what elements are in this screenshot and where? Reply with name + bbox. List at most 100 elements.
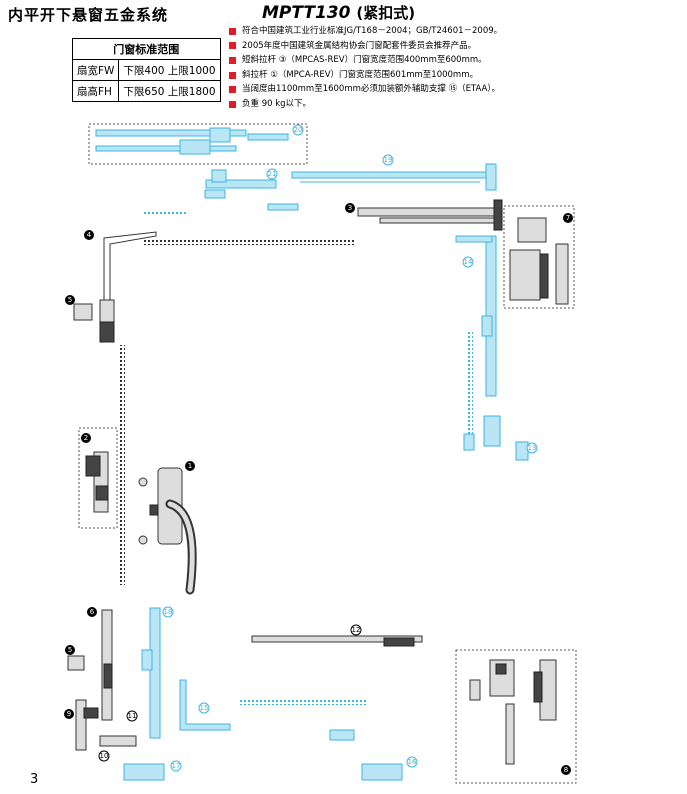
cyan-keeper-part: [515, 441, 529, 461]
feature-text: 负重 90 kg以下。: [242, 98, 312, 109]
callout-12: 12: [350, 624, 362, 636]
bullet-icon: [229, 27, 236, 35]
hinge-pin-part: [75, 699, 99, 751]
feature-text: 2005年度中国建筑金属结构协会门窗配套件委员会推荐产品。: [242, 40, 477, 51]
dashed-group-box: [78, 427, 118, 529]
callout-1: 1: [185, 461, 195, 471]
feature-item: 符合中国建筑工业行业标准JG/T168－2004；GB/T24601－2009。: [229, 24, 502, 39]
cyan-corner-drive: [455, 235, 501, 451]
hinge-set-part: [509, 217, 569, 305]
callout-number: 11: [128, 712, 137, 720]
callout-number: 14: [464, 258, 473, 266]
lock-striker-part: [85, 451, 109, 513]
callout-16: 16: [406, 756, 418, 768]
range-label: 扇高FH: [71, 80, 120, 102]
feature-text: 符合中国建筑工业行业标准JG/T168－2004；GB/T24601－2009。: [242, 26, 503, 36]
callout-6: 6: [87, 607, 97, 617]
callout-4: 4: [84, 230, 94, 240]
corner-drive-part: [99, 231, 157, 343]
callout-number: 20: [294, 126, 303, 134]
callout-number: 4: [87, 231, 92, 239]
callout-7: 7: [563, 213, 573, 223]
callout-14: 14: [462, 256, 474, 268]
callout-21: 21: [266, 168, 278, 180]
range-value: 下限400 上限1000: [118, 59, 221, 81]
callout-20: 20: [292, 124, 304, 136]
callout-3: 3: [345, 203, 355, 213]
range-row: 扇高FH 下限650 上限1800: [71, 80, 221, 102]
long-stay-bar-part: [291, 163, 497, 191]
feature-item: 短斜拉杆 ③（MPCAS-REV）门窗宽度范围400mm至600mm。: [229, 53, 502, 68]
callout-number: 10: [100, 752, 109, 760]
callout-number: 1: [188, 462, 192, 470]
cyan-small-keeper: [329, 729, 355, 741]
page-title: 内平开下悬窗五金系统: [8, 6, 169, 24]
cyan-bottom-bracket: [123, 763, 165, 781]
callout-number: 21: [268, 170, 277, 178]
callout-number: 2: [84, 434, 88, 442]
bullet-icon: [229, 100, 236, 108]
feature-item: 斜拉杆 ①（MPCA-REV）门窗宽度范围601mm至1000mm。: [229, 68, 502, 83]
bullet-icon: [229, 71, 236, 79]
range-caption: 门窗标准范围: [72, 38, 221, 60]
page-number: 3: [30, 772, 39, 787]
feature-item: 2005年度中国建筑金属结构协会门窗配套件委员会推荐产品。: [229, 39, 502, 54]
keeper-part: [73, 303, 93, 321]
top-transmission-rack: [144, 240, 356, 245]
bullet-icon: [229, 56, 236, 64]
long-dark-bar-part: [251, 635, 423, 647]
feature-item: 负重 90 kg以下。: [229, 97, 502, 112]
callout-number: 8: [564, 766, 568, 774]
dashed-group-box: [88, 123, 308, 165]
dashed-group-box: [455, 649, 577, 784]
callout-15: 15: [198, 702, 210, 714]
small-keeper-part: [204, 169, 277, 199]
feature-text: 当阔度由1100mm至1600mm必须加装额外辅助支撑 ⑮（ETAA）。: [242, 84, 501, 95]
callout-number: 18: [164, 608, 173, 616]
callout-number: 13: [528, 444, 537, 452]
feature-text: 短斜拉杆 ③（MPCAS-REV）门窗宽度范围400mm至600mm。: [242, 55, 487, 66]
callout-11: 11: [126, 710, 138, 722]
model-subtitle: (紧扣式): [356, 4, 416, 22]
model-code: MPTT130 (紧扣式): [262, 2, 415, 23]
left-transmission-rack: [120, 345, 125, 585]
right-cyan-rack: [468, 330, 473, 440]
window-handle-part: [138, 467, 197, 595]
callout-13: 13: [526, 442, 538, 454]
callout-5b: 5: [65, 645, 75, 655]
callout-number: 19: [384, 156, 393, 164]
callout-8: 8: [561, 765, 571, 775]
cyan-bottom-bracket: [361, 763, 403, 781]
cyan-rack-part: [144, 210, 188, 215]
bottom-hinge-part: [99, 735, 137, 747]
bullet-icon: [229, 42, 236, 50]
callout-9: 9: [64, 709, 74, 719]
callout-19: 19: [382, 154, 394, 166]
range-label: 扇宽FW: [71, 59, 120, 81]
callout-10: 10: [98, 750, 110, 762]
range-row: 扇宽FW 下限400 上限1000: [71, 59, 221, 81]
range-table: 门窗标准范围 扇宽FW 下限400 上限1000 扇高FH 下限650 上限18…: [71, 38, 221, 102]
callout-number: 16: [408, 758, 417, 766]
range-value: 下限650 上限1800: [118, 80, 221, 102]
bottom-cyan-rack: [238, 700, 368, 705]
callout-number: 3: [348, 204, 352, 212]
dashed-group-box: [503, 205, 575, 309]
cyan-lower-drive: [141, 607, 161, 739]
callout-number: 5: [68, 296, 72, 304]
lower-drive-part: [101, 609, 113, 721]
callout-number: 15: [200, 704, 209, 712]
callout-number: 5: [68, 646, 72, 654]
scissor-stay-part: [357, 199, 503, 231]
callout-17: 17: [170, 760, 182, 772]
feature-item: 当阔度由1100mm至1600mm必须加装额外辅助支撑 ⑮（ETAA）。: [229, 82, 502, 97]
feature-text: 斜拉杆 ①（MPCA-REV）门窗宽度范围601mm至1000mm。: [242, 69, 478, 80]
callout-number: 9: [67, 710, 71, 718]
callout-5: 5: [65, 295, 75, 305]
cyan-bracket-part: [267, 203, 299, 211]
callout-number: 6: [90, 608, 95, 616]
callout-number: 17: [172, 762, 181, 770]
cyan-corner-part: [179, 679, 231, 731]
bullet-icon: [229, 86, 236, 94]
